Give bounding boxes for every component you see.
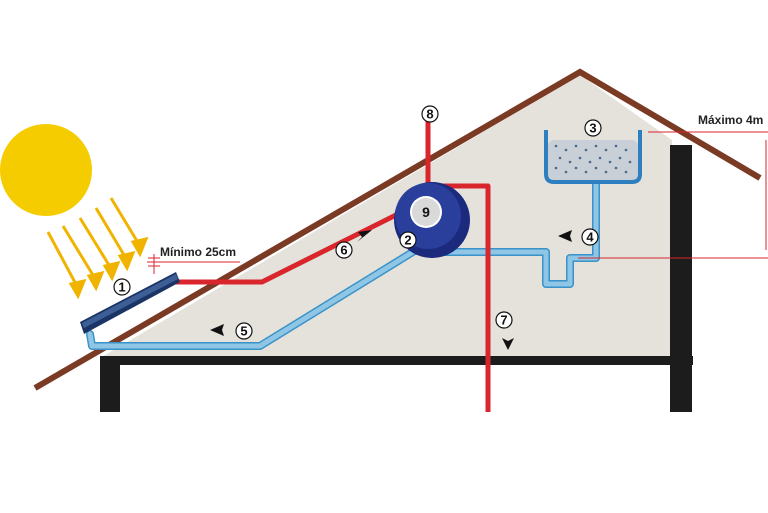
marker-1: 1 [113,278,131,296]
arrow-cold-to-boiler-icon [558,230,572,242]
solar-collector [80,272,180,334]
svg-text:3: 3 [589,121,596,136]
marker-2: 2 [399,231,417,249]
svg-text:9: 9 [422,204,430,220]
marker-8: 8 [421,105,439,123]
marker-7: 7 [495,311,513,329]
arrow-cold-to-collector-icon [210,324,224,336]
marker-5: 5 [235,322,253,340]
svg-text:6: 6 [340,243,347,258]
svg-text:7: 7 [500,313,507,328]
min-distance-marker [147,254,240,274]
hot-water-pipes [172,110,491,412]
attic-wall [100,75,672,358]
max-height-label: Máximo 4m [698,113,763,127]
marker-3: 3 [584,119,602,137]
svg-text:5: 5 [240,324,247,339]
sun-icon [0,124,92,216]
min-distance-label: Mínimo 25cm [160,245,236,259]
ceiling-beam [100,356,693,365]
flow-arrows [210,230,572,350]
svg-text:2: 2 [404,233,411,248]
right-wall [670,145,692,412]
sun-rays [46,197,149,300]
svg-text:4: 4 [586,230,594,245]
marker-9: 9 [422,204,430,220]
number-markers: 1 2 3 4 5 6 7 8 9 [113,105,602,340]
marker-4: 4 [581,228,599,246]
left-wall [100,356,120,412]
arrow-hot-outlet-icon [502,338,514,350]
marker-6: 6 [335,241,353,259]
cold-water-tank [544,130,642,184]
svg-text:1: 1 [118,280,125,295]
arrow-hot-to-boiler-icon [357,230,372,242]
svg-text:8: 8 [426,107,433,122]
max-height-marker [578,131,768,259]
